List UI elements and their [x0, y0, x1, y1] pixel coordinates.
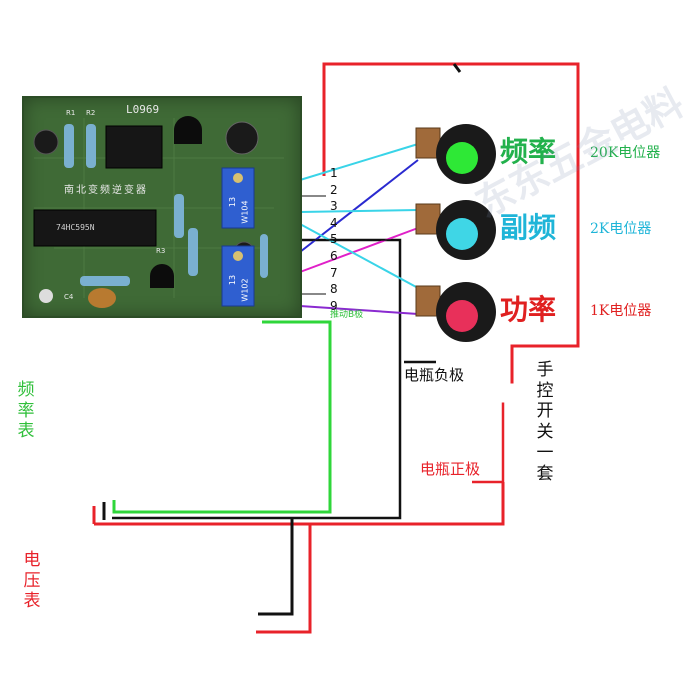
board-title: 南北变频逆变器 — [64, 185, 148, 196]
pin-number: 5 — [330, 232, 338, 247]
resistor-5 — [80, 276, 130, 286]
resistor-4 — [174, 194, 184, 238]
knob-label: 功率 — [500, 293, 557, 326]
knob-cap — [446, 218, 478, 250]
cyan-wire-1 — [299, 143, 419, 181]
manual-switch-label: 手控开关一套 — [536, 360, 554, 484]
pot-body — [415, 285, 441, 317]
ic-16pin — [33, 209, 157, 247]
blue-wire-6 — [299, 159, 419, 253]
pin-number: 7 — [330, 265, 338, 280]
electrolytic-cap-1 — [33, 129, 59, 155]
trimmer-1-code: W104 — [240, 200, 250, 224]
pot-body — [415, 127, 441, 159]
transistor-2 — [150, 264, 174, 288]
red-wire-top-loop — [322, 62, 580, 385]
circuit-board: L0969 R1 R2 南北变频逆变器 74HC595N R3 C4 13 W1… — [22, 96, 302, 318]
drive-b-label: 推动B极 — [330, 310, 364, 320]
pin-number: 9 — [330, 298, 338, 313]
pin-number: 8 — [330, 282, 338, 297]
chip-marking: 74HC595N — [56, 223, 95, 232]
knob-label: 副频 — [500, 211, 557, 244]
board-components — [33, 116, 284, 308]
pot-body — [415, 203, 441, 235]
transistor-1 — [174, 116, 202, 144]
manual-switch-body — [499, 383, 519, 403]
resistor-2 — [86, 124, 96, 168]
trimmer-2-code: W102 — [240, 278, 250, 302]
electrolytic-cap-2 — [225, 121, 259, 155]
frequency-meter-label: 频率表 — [17, 380, 35, 442]
board-ref-r2: R2 — [86, 109, 96, 117]
resistor-1 — [64, 124, 74, 168]
board-model: L0969 — [126, 103, 160, 116]
pin-number: 1 — [330, 166, 338, 180]
cyan-wire-3 — [299, 209, 419, 213]
knob-spec: 20K电位器 — [590, 145, 661, 161]
trimmer-2-value: 13 — [228, 274, 238, 286]
potentiometer-knob[interactable] — [415, 282, 496, 342]
ceramic-cap — [88, 288, 116, 308]
green-wire — [112, 320, 332, 514]
pin-number: 3 — [330, 199, 338, 214]
knob-cap — [446, 142, 478, 174]
trimmer-1-value: 13 — [228, 196, 238, 208]
board-ref-r3: R3 — [156, 247, 166, 255]
trimmer-screw-1 — [233, 173, 243, 183]
board-ref-r1: R1 — [66, 109, 76, 117]
voltage-meter-label: 电压表 — [23, 550, 41, 612]
board-ref-c4: C4 — [64, 293, 74, 301]
black-wire-voltmeter — [258, 518, 294, 616]
resistor-3 — [188, 228, 198, 276]
battery-negative-label: 电瓶负极 — [404, 366, 465, 384]
pin-number: 2 — [330, 182, 338, 197]
pin-number: 4 — [330, 215, 338, 230]
resistor-6 — [260, 234, 268, 278]
potentiometer-knob[interactable] — [415, 124, 496, 184]
pin-number: 6 — [330, 249, 338, 263]
knob-spec: 2K电位器 — [590, 221, 652, 237]
cyan-wire-4 — [299, 223, 419, 289]
mounting-hole — [39, 289, 53, 303]
ic-8pin — [105, 125, 163, 169]
battery-positive-label: 电瓶正极 — [420, 460, 481, 478]
knob-spec: 1K电位器 — [590, 303, 652, 319]
knob-cap — [446, 300, 478, 332]
magenta-wire-7 — [299, 227, 419, 273]
potentiometer-knob[interactable] — [415, 200, 496, 260]
knobs — [415, 124, 496, 342]
loop-tick — [452, 63, 462, 73]
purple-wire-9 — [299, 305, 419, 315]
trimmer-screw-2 — [233, 251, 243, 261]
knob-label: 频率 — [500, 135, 557, 168]
